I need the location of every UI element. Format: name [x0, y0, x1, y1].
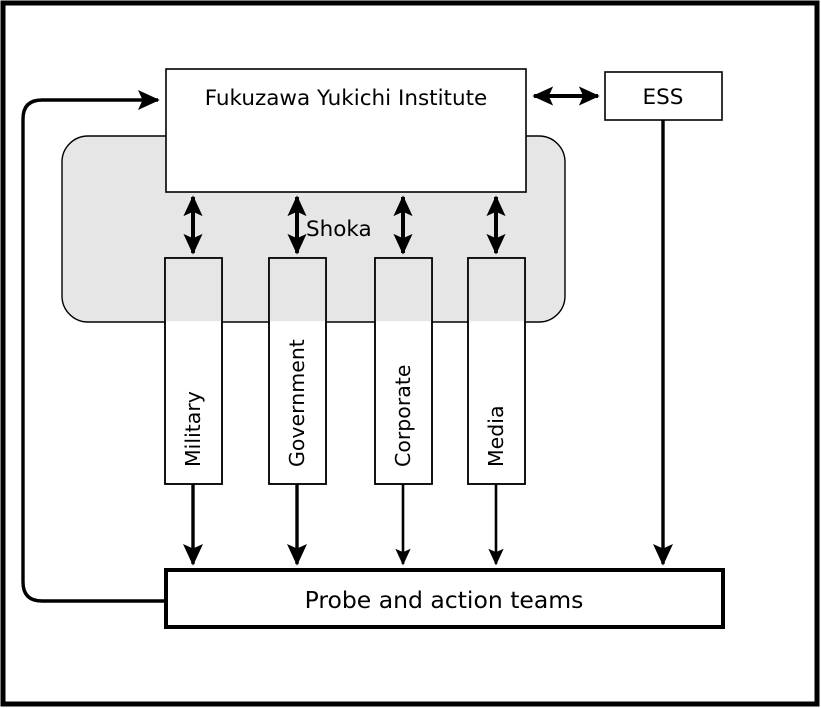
node-outline-corporate [374, 257, 433, 485]
feedback-loop-path [21, 89, 166, 603]
node-label-media: Media [484, 405, 508, 467]
node-label-government: Government [285, 339, 309, 467]
node-label-institute: Fukuzawa Yukichi Institute [205, 86, 488, 111]
node-box-government-shaded-head [269, 258, 326, 322]
node-label-ess: ESS [643, 85, 684, 110]
node-box-institute[interactable] [165, 68, 527, 193]
node-box-media-shaded-head [468, 258, 525, 322]
node-outline-government [268, 257, 327, 485]
node-box-ess[interactable] [604, 71, 723, 121]
node-box-corporate-shaded-head [375, 258, 432, 322]
node-box-military-shaded-head [165, 258, 222, 322]
node-label-corporate: Corporate [391, 365, 415, 467]
node-outline-media [467, 257, 526, 485]
node-label-military: Military [181, 391, 205, 467]
node-label-probe-teams: Probe and action teams [305, 586, 584, 614]
node-box-probe-teams[interactable] [164, 568, 725, 629]
edge-label-shoka: Shoka [306, 217, 372, 242]
node-outline-military [164, 257, 223, 485]
